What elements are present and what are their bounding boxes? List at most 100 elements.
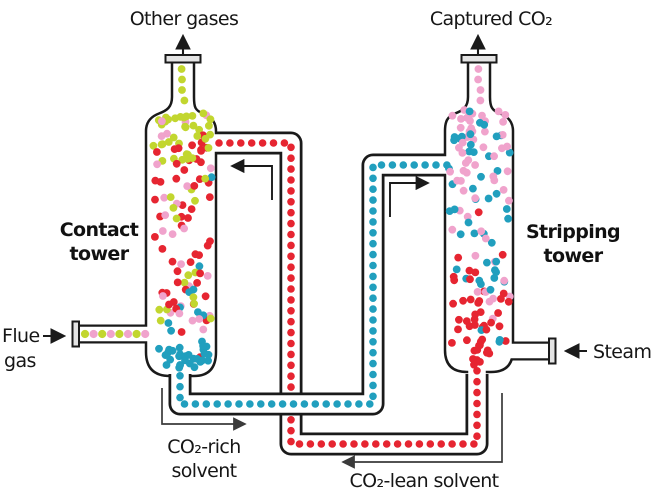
molecule-dot	[344, 400, 352, 408]
molecule-dot	[188, 154, 197, 163]
molecule-dot	[176, 113, 185, 121]
molecule-dot	[369, 338, 377, 346]
molecule-dot	[369, 218, 377, 226]
molecule-dot	[479, 143, 488, 152]
molecule-dot	[369, 196, 377, 204]
molecule-dot	[466, 275, 474, 284]
molecule-dot	[175, 352, 184, 361]
molecule-dot	[473, 399, 481, 408]
molecule-dot	[237, 139, 245, 147]
molecule-dot	[151, 233, 159, 241]
molecule-dot	[498, 144, 506, 153]
molecule-dot	[369, 348, 377, 357]
rich-flow-direction-arrow	[389, 175, 430, 217]
molecule-dot	[485, 349, 494, 358]
molecule-dot	[163, 129, 171, 138]
molecule-dot	[166, 355, 175, 364]
molecule-dot	[369, 381, 377, 390]
molecule-dot	[459, 296, 467, 305]
molecule-dot	[287, 241, 295, 250]
molecule-dot	[505, 148, 514, 157]
molecule-dot	[278, 400, 287, 408]
molecule-dot	[224, 400, 232, 408]
molecule-dot	[206, 237, 214, 246]
co2-rich-leader-line	[161, 388, 247, 431]
molecule-dot	[98, 329, 107, 339]
molecule-dot	[421, 161, 429, 169]
molecule-dot	[191, 400, 200, 408]
molecule-dot	[500, 276, 509, 285]
stripping-tower-dots	[445, 65, 514, 369]
stripping-tower-top-flange	[460, 54, 498, 64]
molecule-dot	[166, 193, 175, 202]
molecule-dot	[175, 343, 184, 352]
molecule-dot	[393, 440, 402, 448]
molecule-dot	[287, 165, 295, 173]
molecule-dot	[165, 300, 173, 309]
molecule-dot	[199, 109, 208, 118]
molecule-dot	[197, 147, 206, 155]
molecule-dot	[471, 321, 479, 329]
molecule-dot	[473, 388, 481, 397]
molecule-dot	[280, 139, 289, 147]
molecule-dot	[205, 193, 214, 202]
molecule-dot	[153, 160, 162, 169]
molecule-dot	[189, 293, 198, 302]
molecule-dot	[206, 115, 215, 124]
molecule-dot	[287, 328, 295, 337]
molecule-dot	[159, 292, 167, 300]
molecule-dot	[306, 440, 315, 448]
molecule-dot	[369, 229, 377, 237]
molecule-dot	[177, 65, 186, 73]
molecule-dot	[190, 299, 199, 308]
molecule-dot	[448, 111, 457, 120]
molecule-dot	[156, 316, 165, 325]
molecule-dot	[287, 372, 295, 381]
molecule-dot	[369, 294, 377, 303]
molecule-dot	[168, 257, 177, 266]
molecule-dot	[203, 272, 212, 280]
molecule-dot	[339, 440, 347, 448]
contact-tower-top-flange	[164, 54, 202, 64]
molecule-dot	[195, 251, 204, 259]
molecule-dot	[165, 345, 174, 354]
molecule-dot	[463, 336, 471, 345]
molecule-dot	[195, 262, 204, 271]
stripping-tower-label-line1: Stripping	[526, 221, 620, 243]
molecule-dot	[169, 133, 178, 142]
molecule-dot	[287, 274, 295, 282]
molecule-dot	[404, 440, 413, 448]
molecule-dot	[176, 382, 184, 391]
captured-co2-label: Captured CO₂	[430, 8, 552, 30]
molecule-dot	[187, 205, 196, 214]
molecule-dot	[473, 421, 481, 430]
molecule-dot	[499, 118, 507, 126]
molecule-dot	[172, 159, 181, 168]
molecule-dot	[287, 339, 295, 348]
molecule-dot	[481, 234, 490, 243]
molecule-dot	[459, 186, 468, 195]
molecule-dot	[213, 400, 221, 408]
molecule-dot	[158, 117, 166, 126]
molecule-dot	[175, 309, 184, 318]
molecule-dot	[458, 149, 467, 157]
molecule-dot	[201, 134, 210, 143]
molecule-dot	[287, 361, 295, 370]
flue-gas-label-line2: gas	[4, 350, 36, 372]
molecule-dot	[202, 400, 211, 408]
stripping-tower-label-line2: tower	[544, 245, 604, 267]
molecule-dot	[287, 230, 295, 239]
molecule-dot	[473, 288, 482, 296]
molecule-dot	[399, 161, 408, 169]
molecule-dot	[80, 329, 90, 339]
molecule-dot	[484, 194, 493, 203]
molecule-dot	[494, 309, 502, 317]
molecule-dot	[465, 107, 474, 116]
molecule-dot	[454, 325, 462, 334]
molecule-dot	[181, 123, 190, 132]
molecule-dot	[450, 276, 459, 285]
molecule-dot	[176, 361, 185, 370]
molecule-dot	[287, 426, 295, 435]
molecule-dot	[369, 272, 377, 281]
